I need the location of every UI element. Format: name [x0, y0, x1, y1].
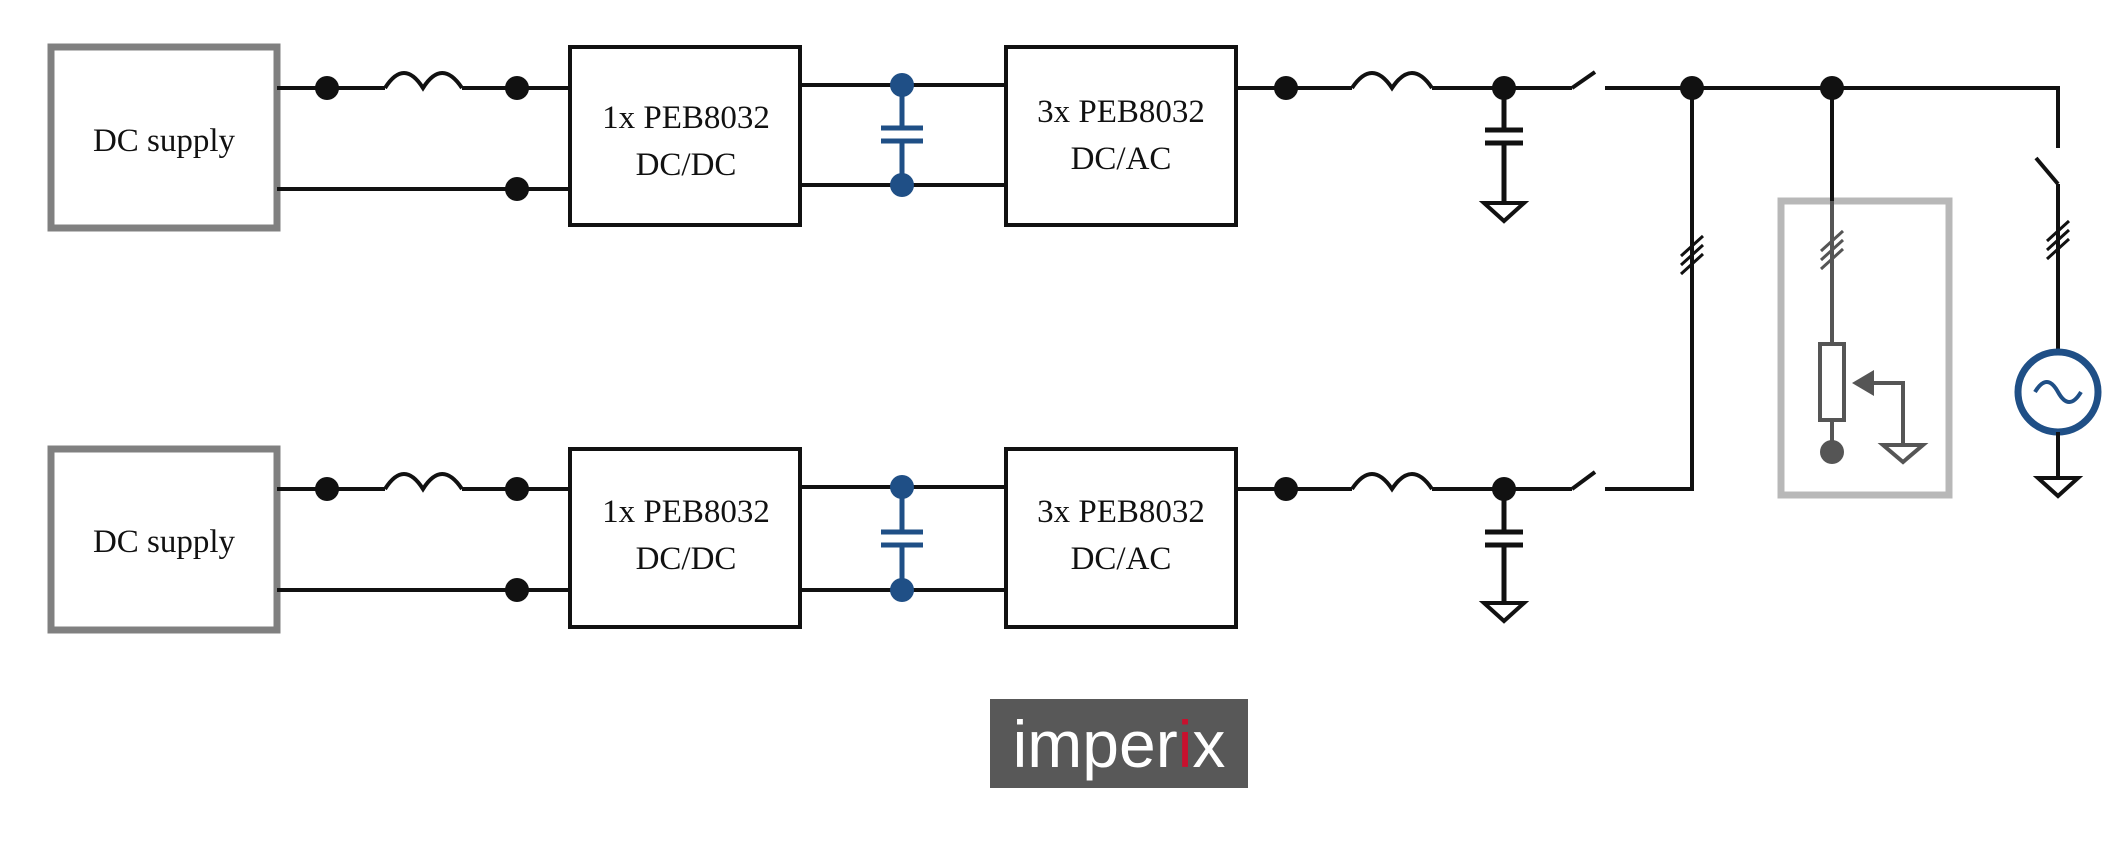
logo-text-part2: x: [1192, 707, 1225, 781]
dcdc-converter-line1: 1x PEB8032: [602, 494, 770, 530]
ground-icon: [1478, 601, 1530, 624]
load-frame: [1777, 197, 1953, 499]
ground-icon: [1877, 443, 1929, 465]
ground-icon: [2032, 476, 2084, 499]
dc-supply-box: [47, 445, 281, 634]
node-dot: [890, 578, 914, 602]
inductor-icon: [1350, 472, 1434, 493]
ac-bus: [1605, 76, 2102, 499]
dcac-inverter-block: [1004, 45, 1238, 227]
node-dot: [315, 76, 339, 100]
inductor-icon: [1350, 71, 1434, 92]
logo-text-accent: i: [1178, 707, 1193, 781]
dc-input-wires: [277, 487, 568, 592]
node-dot: [505, 578, 529, 602]
dcac-inverter-line2: DC/AC: [1071, 541, 1172, 577]
node-dot: [1274, 76, 1298, 100]
inductor-icon: [383, 472, 464, 493]
dcac-inverter-line2: DC/AC: [1071, 141, 1172, 177]
filter-capacitor: [1485, 489, 1523, 603]
dc-supply-label: DC supply: [93, 123, 236, 159]
dcdc-converter-line1: 1x PEB8032: [602, 100, 770, 136]
load-terminal-dot: [1820, 440, 1844, 464]
ac-bus-wire-bottom: [1605, 88, 1694, 491]
node-dot: [890, 73, 914, 97]
load-assembly: [1777, 88, 1953, 499]
ac-source-icon: [2014, 348, 2102, 436]
node-dot: [505, 76, 529, 100]
dcac-inverter-block: [1004, 447, 1238, 629]
breaker-switch: [1570, 70, 1597, 90]
node-dot: [1274, 477, 1298, 501]
dcdc-converter-line2: DC/DC: [636, 541, 737, 577]
node-dot: [1680, 76, 1704, 100]
three-phase-mark: [1819, 229, 1845, 271]
ground-icon: [1478, 201, 1530, 224]
dc-link-capacitor: [881, 487, 923, 590]
dcdc-converter-line2: DC/DC: [636, 147, 737, 183]
node-dot: [890, 173, 914, 197]
node-dot: [505, 177, 529, 201]
dc-supply-box: [47, 43, 281, 232]
logo-text-part1: imper: [1013, 707, 1178, 781]
dcdc-converter-block: [568, 45, 802, 227]
dc-input-wires: [277, 86, 568, 191]
node-dot: [315, 477, 339, 501]
lane-top: DC supply 1x PEB8032 DC/DC 3x PEB8032 DC…: [47, 43, 1597, 232]
logo-text: imperix: [1013, 707, 1226, 781]
grid-breaker-switch: [2034, 156, 2060, 186]
dcac-inverter-line1: 3x PEB8032: [1037, 94, 1205, 130]
three-phase-mark: [1679, 234, 1705, 276]
imperix-logo: imperix: [990, 699, 1248, 788]
ac-bus-wire-top: [1605, 86, 2060, 148]
node-dot: [505, 477, 529, 501]
filter-capacitor: [1485, 88, 1523, 203]
dc-link-capacitor: [881, 85, 923, 185]
dcdc-converter-block: [568, 447, 802, 629]
variable-resistor-icon: [1818, 342, 1905, 445]
logo-background: [990, 699, 1248, 788]
node-dot: [890, 475, 914, 499]
inductor-icon: [383, 71, 464, 92]
lane-bottom: DC supply 1x PEB8032 DC/DC 3x PEB8032 DC…: [47, 445, 1597, 634]
three-phase-mark: [2045, 219, 2071, 261]
dcac-inverter-line1: 3x PEB8032: [1037, 494, 1205, 530]
breaker-switch: [1570, 470, 1597, 491]
dc-supply-label: DC supply: [93, 524, 236, 560]
